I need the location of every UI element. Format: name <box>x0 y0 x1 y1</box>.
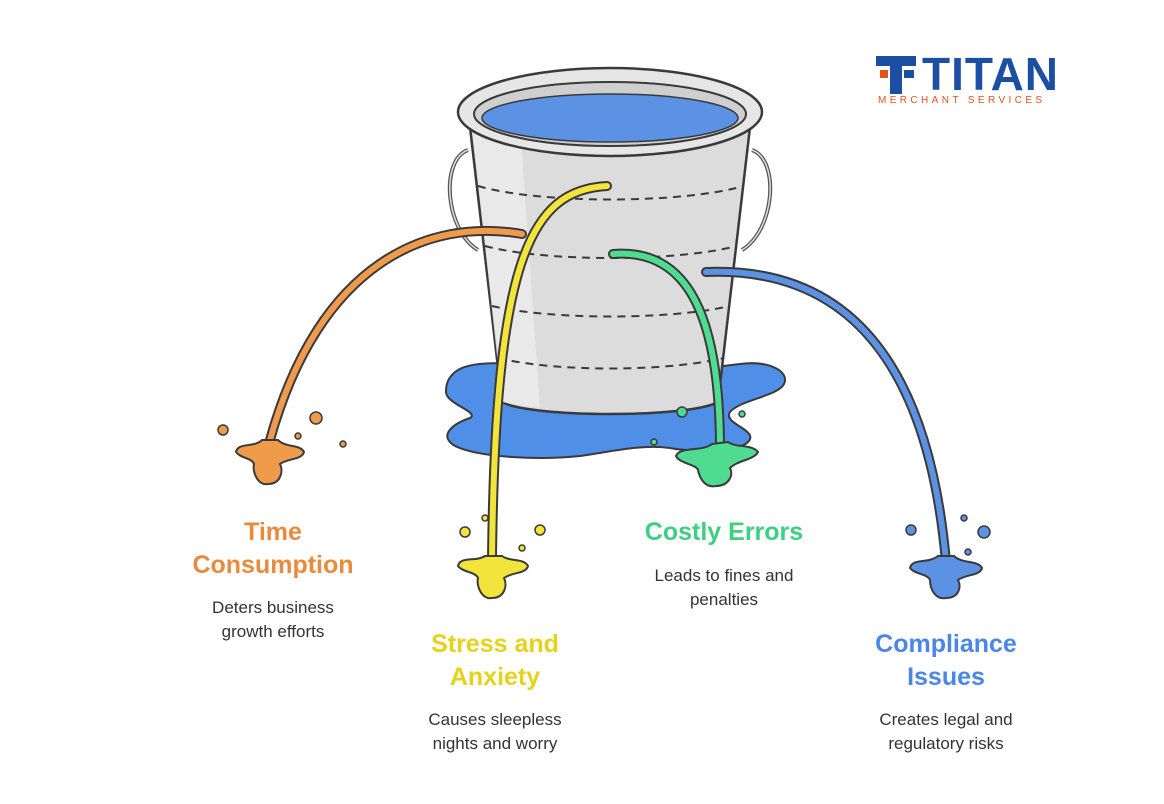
leak-title-stress-anxiety: Stress and Anxiety <box>405 628 585 694</box>
brand-tagline: MERCHANT SERVICES <box>878 95 1046 106</box>
leak-desc-compliance-issues: Creates legal and regulatory risks <box>846 708 1046 756</box>
leak-title-line: Costly Errors <box>644 518 804 546</box>
yellow-splash <box>456 555 530 600</box>
leak-desc-line: Causes sleepless <box>428 710 562 729</box>
green-splash <box>674 440 760 488</box>
leak-desc-line: Leads to fines and <box>654 566 794 585</box>
leak-title-line: Stress and <box>431 630 559 658</box>
leak-desc-line: penalties <box>689 590 759 609</box>
bucket-water <box>481 93 739 143</box>
leak-title-costly-errors: Costly Errors <box>614 516 834 549</box>
leak-title-line: Time <box>244 518 302 546</box>
titan-logo-mark-icon <box>876 56 916 94</box>
orange-splash <box>234 439 306 486</box>
leak-desc-line: growth efforts <box>221 622 325 641</box>
leak-desc-stress-anxiety: Causes sleepless nights and worry <box>405 708 585 756</box>
leak-desc-line: nights and worry <box>432 734 558 753</box>
leak-desc-line: regulatory risks <box>888 734 1004 753</box>
blue-splash <box>908 555 984 600</box>
leak-title-time-consumption: Time Consumption <box>183 516 363 582</box>
leak-desc-line: Deters business <box>212 598 334 617</box>
brand-name: TITAN <box>922 48 1060 100</box>
leak-title-line: Anxiety <box>449 663 541 691</box>
leak-desc-line: Creates legal and <box>879 710 1013 729</box>
titan-logo: TITAN MERCHANT SERVICES <box>876 48 1081 108</box>
leak-title-line: Issues <box>907 663 985 691</box>
leak-desc-time-consumption: Deters business growth efforts <box>183 596 363 644</box>
leak-title-line: Compliance <box>875 630 1017 658</box>
leak-title-compliance-issues: Compliance Issues <box>846 628 1046 694</box>
leak-desc-costly-errors: Leads to fines and penalties <box>614 564 834 612</box>
leak-title-line: Consumption <box>192 551 354 579</box>
